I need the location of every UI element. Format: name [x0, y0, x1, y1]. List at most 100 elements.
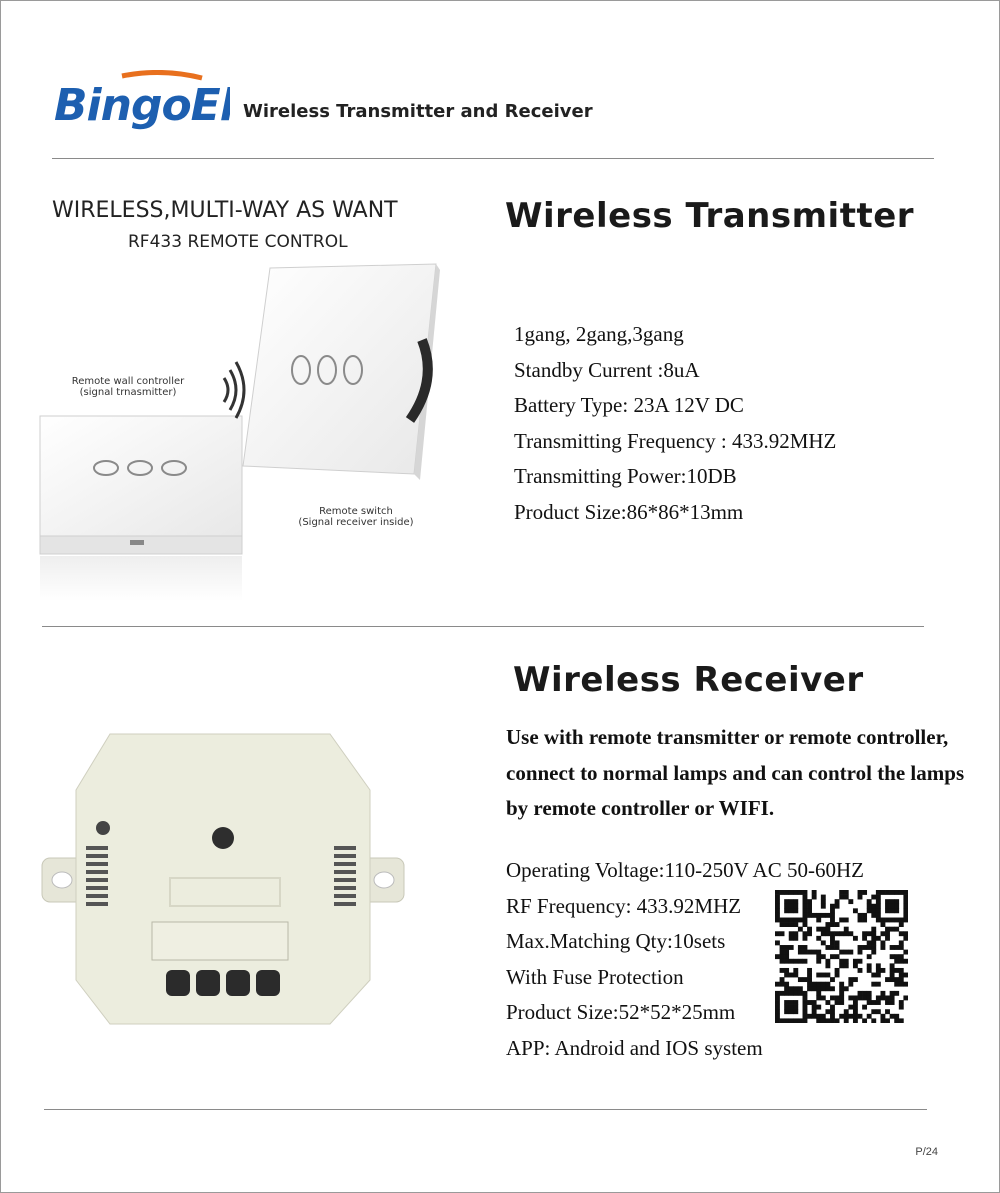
qr-module — [898, 967, 904, 973]
qr-module — [802, 990, 808, 996]
qr-code[interactable] — [775, 890, 909, 1024]
qr-module — [857, 1013, 863, 1019]
qr-module — [807, 1000, 812, 1005]
qr-module — [871, 940, 877, 946]
qr-module — [898, 917, 904, 923]
qr-module — [889, 908, 895, 914]
qr-module — [779, 945, 785, 950]
qr-module — [797, 958, 803, 964]
qr-module — [784, 958, 790, 964]
qr-module — [898, 945, 904, 950]
qr-module — [852, 1009, 858, 1015]
qr-module — [848, 1004, 854, 1010]
qr-module — [802, 1013, 808, 1019]
qr-module — [857, 990, 863, 996]
qr-module — [866, 954, 872, 960]
qr-module — [875, 894, 881, 900]
qr-module — [802, 945, 808, 950]
qr-module — [898, 1000, 904, 1005]
transmitter-product-image: WIRELESS,MULTI-WAY AS WANT RF433 REMOTE … — [38, 190, 458, 610]
qr-module — [862, 917, 868, 923]
qr-module — [898, 1018, 904, 1024]
qr-module — [830, 935, 835, 941]
qr-module — [889, 963, 895, 969]
qr-module — [820, 972, 826, 978]
qr-module — [788, 935, 794, 941]
spec-line: Operating Voltage:110-250V AC 50-60HZ — [506, 858, 864, 882]
qr-module — [875, 890, 881, 895]
qr-module — [866, 940, 872, 946]
qr-module — [875, 903, 881, 909]
qr-module — [866, 995, 872, 1001]
brand-logo: BingoElec — [52, 69, 290, 136]
qr-module — [825, 1009, 831, 1015]
spec-line: Product Size:52*52*25mm — [506, 1000, 736, 1024]
qr-module — [898, 977, 904, 983]
qr-module — [802, 917, 808, 923]
qr-module — [903, 899, 909, 905]
qr-module — [843, 917, 849, 923]
spec-line: Transmitting Power:10DB — [514, 464, 737, 488]
qr-module — [830, 903, 835, 909]
qr-module — [871, 945, 877, 950]
qr-module — [830, 1009, 835, 1015]
qr-module — [871, 894, 877, 900]
qr-module — [894, 958, 900, 964]
qr-module — [811, 1013, 817, 1019]
qr-module — [834, 922, 840, 927]
qr-module — [816, 917, 822, 923]
qr-module — [866, 967, 872, 973]
header-divider — [52, 158, 934, 159]
qr-module — [811, 1009, 817, 1015]
qr-module — [885, 903, 890, 909]
spec-line: Battery Type: 23A 12V DC — [514, 393, 744, 417]
qr-module — [834, 940, 840, 946]
qr-module — [894, 1018, 900, 1024]
qr-module — [793, 917, 799, 923]
qr-module — [775, 931, 780, 937]
receiver-module-illustration — [41, 733, 405, 1025]
qr-module — [871, 931, 877, 937]
qr-module — [820, 940, 826, 946]
qr-module — [807, 981, 812, 987]
qr-module — [903, 981, 909, 987]
qr-module — [839, 890, 845, 895]
qr-module — [839, 963, 845, 969]
qr-module — [825, 926, 831, 932]
receiver-title: Wireless Receiver — [513, 660, 864, 700]
qr-module — [830, 922, 835, 927]
qr-module — [857, 995, 863, 1001]
qr-module — [788, 903, 794, 909]
qr-module — [875, 981, 881, 987]
qr-module — [903, 995, 909, 1001]
qr-module — [898, 931, 904, 937]
qr-module — [871, 926, 877, 932]
qr-module — [811, 981, 817, 987]
qr-module — [775, 899, 780, 905]
spec-line: Transmitting Frequency : 433.92MHZ — [514, 428, 837, 453]
qr-module — [788, 990, 794, 996]
qr-module — [903, 890, 909, 895]
qr-module — [898, 1004, 904, 1010]
qr-module — [839, 894, 845, 900]
qr-module — [875, 899, 881, 905]
qr-module — [797, 949, 803, 955]
qr-module — [894, 1013, 900, 1019]
qr-module — [775, 990, 780, 996]
qr-module — [875, 1000, 881, 1005]
qr-module — [788, 1018, 794, 1024]
qr-module — [871, 1018, 877, 1024]
qr-module — [889, 890, 895, 895]
qr-module — [871, 949, 877, 955]
qr-module — [775, 995, 780, 1001]
transmitter-specs: 1gang, 2gang,3gang Standby Current :8uA … — [514, 317, 836, 530]
qr-module — [843, 1013, 849, 1019]
qr-module — [793, 899, 799, 905]
qr-module — [802, 1000, 808, 1005]
qr-module — [862, 945, 868, 950]
qr-module — [903, 912, 909, 918]
receiver-specs: Operating Voltage:110-250V AC 50-60HZ RF… — [506, 853, 864, 1066]
qr-module — [811, 890, 817, 895]
qr-module — [848, 931, 854, 937]
qr-module — [779, 890, 785, 895]
